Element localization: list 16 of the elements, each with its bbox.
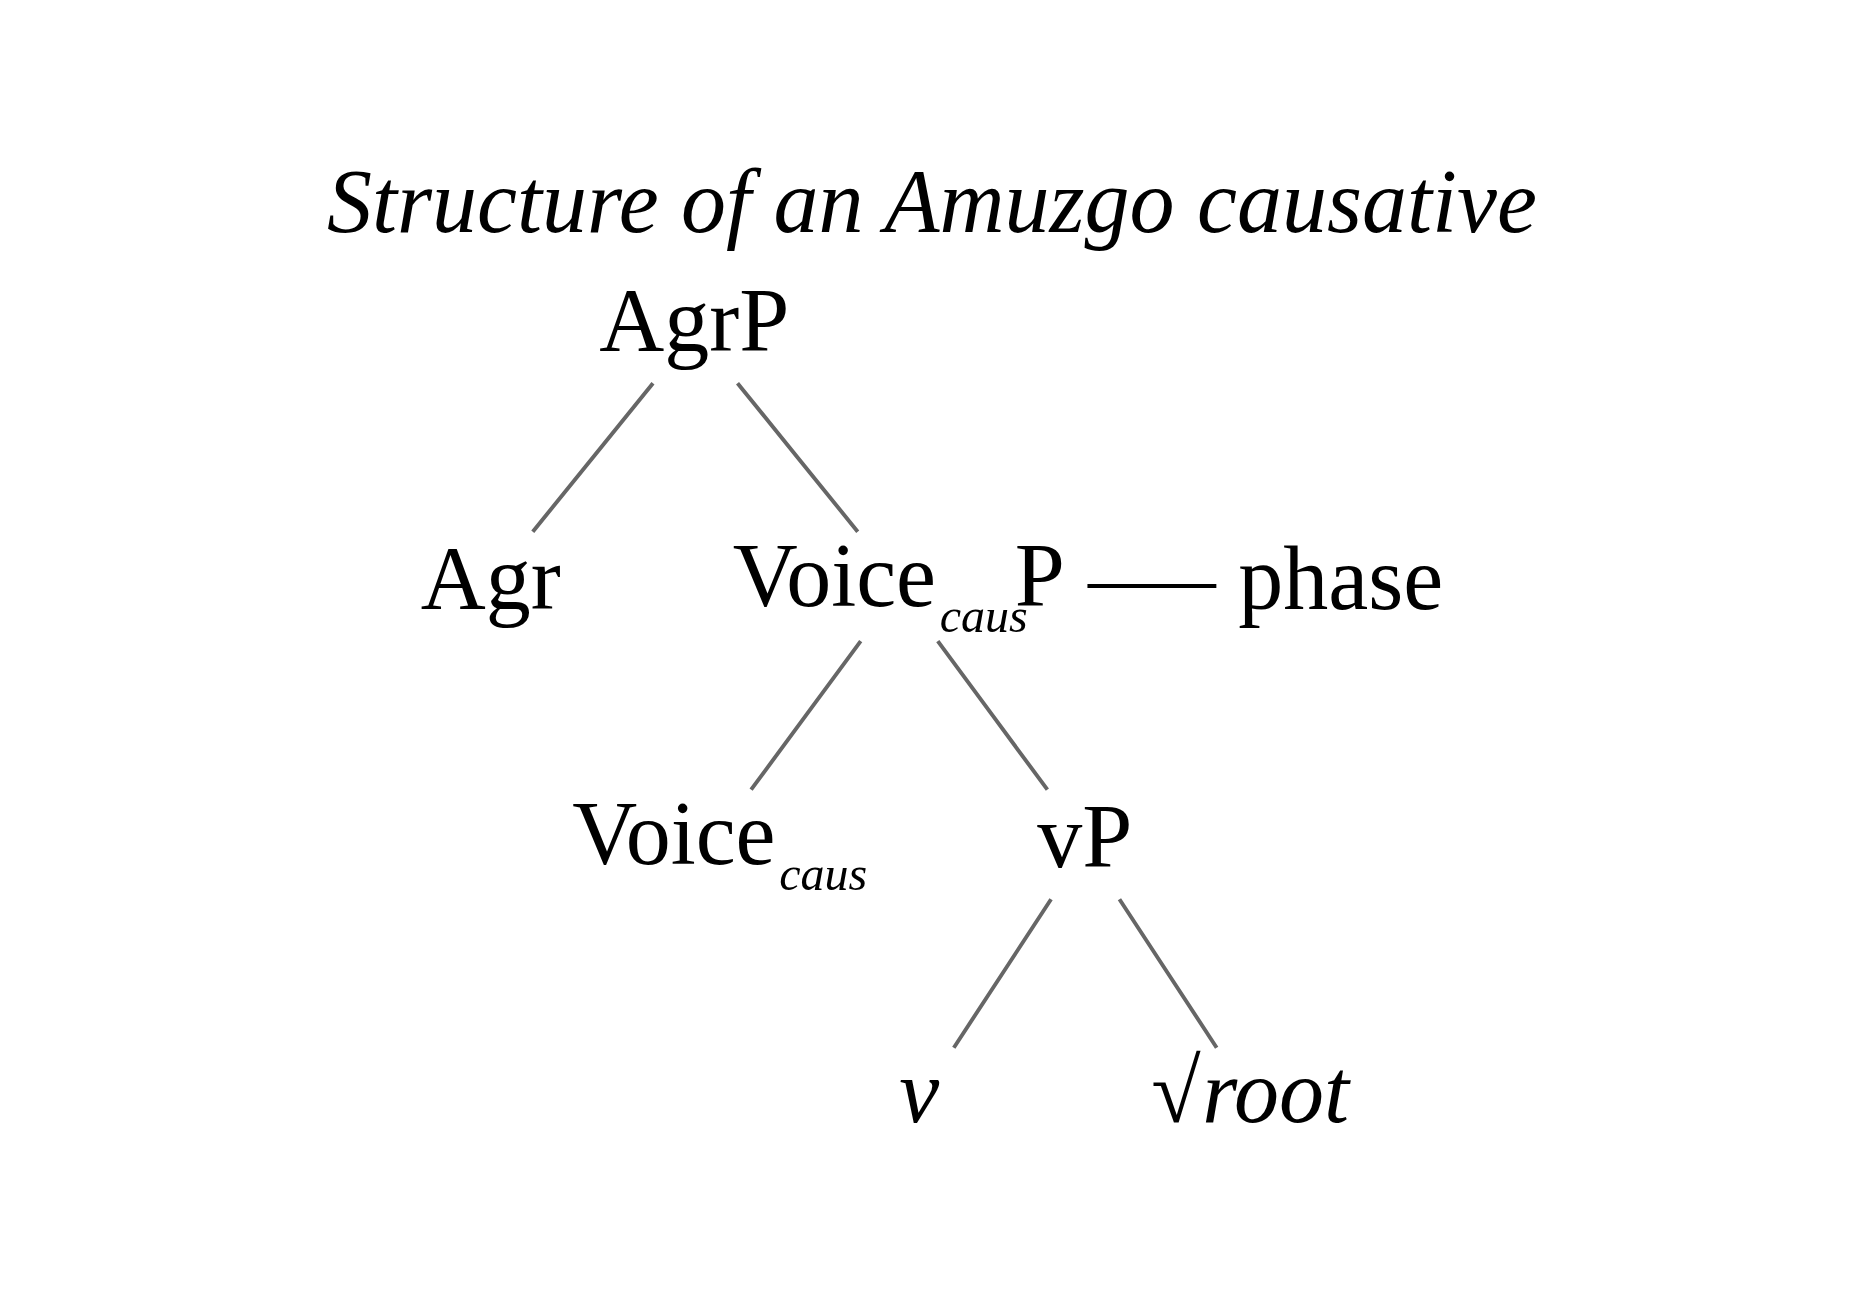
connector [1087, 584, 1217, 588]
node-text: phase [1238, 528, 1444, 628]
node-text: AgrP [599, 270, 790, 370]
node-text: vP [1037, 786, 1133, 886]
connector [531, 381, 655, 533]
connector [749, 640, 863, 791]
connector [1117, 898, 1219, 1049]
connector [936, 640, 1049, 791]
node-text: Agr [420, 528, 561, 628]
connector [736, 381, 860, 533]
node-text: √root [1151, 1041, 1349, 1141]
node-text: Voice$_{caus}$ [572, 783, 868, 900]
node-text: Voice$_{caus}$P [732, 525, 1065, 642]
diagram-title: Structure of an Amuzgo causative [327, 152, 1537, 251]
connector [952, 898, 1053, 1049]
node-text: v [899, 1041, 940, 1141]
